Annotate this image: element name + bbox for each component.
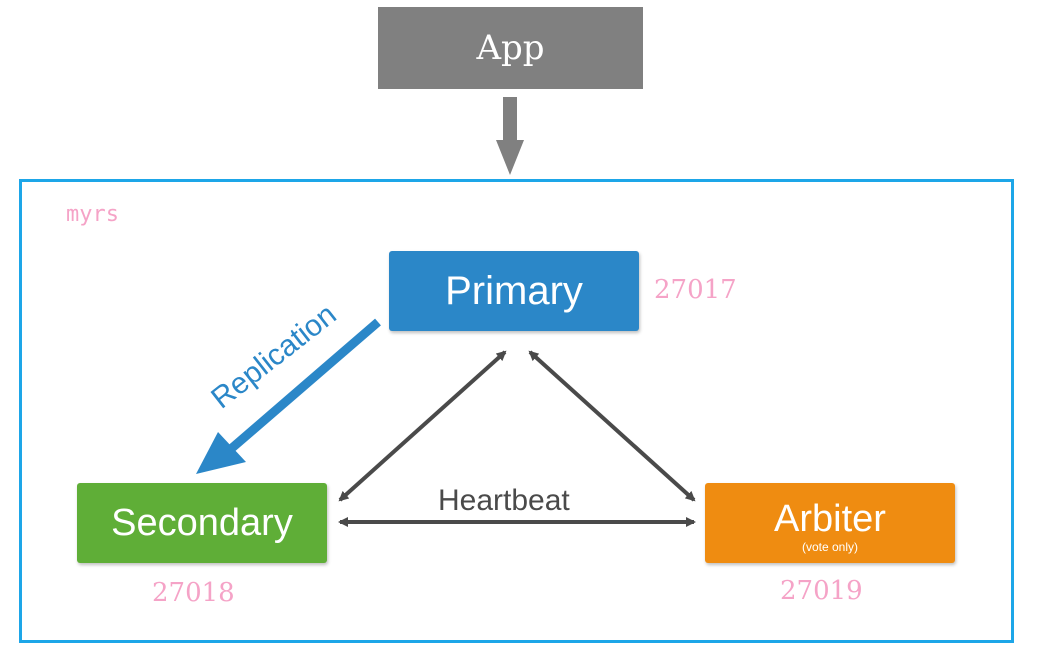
heartbeat-arrow-primary-secondary [338, 350, 507, 502]
primary-label: Primary [445, 268, 583, 313]
heartbeat-label: Heartbeat [438, 484, 570, 517]
replica-set-name: myrs [66, 202, 119, 227]
arbiter-node: Arbiter (vote only) [705, 483, 955, 563]
app-to-set-arrow [496, 97, 524, 175]
replication-arrow [196, 318, 381, 474]
primary-port: 27017 [654, 275, 737, 305]
secondary-node: Secondary [77, 483, 327, 563]
arbiter-port: 27019 [780, 576, 863, 606]
app-label: App [476, 28, 545, 68]
replica-set-frame [19, 179, 1014, 643]
arbiter-label: Arbiter [774, 498, 886, 540]
app-node: App [378, 7, 643, 89]
heartbeat-arrow-primary-arbiter [528, 350, 696, 502]
secondary-label: Secondary [111, 501, 293, 544]
secondary-port: 27018 [152, 578, 235, 608]
primary-node: Primary [389, 251, 639, 331]
arbiter-sublabel: (vote only) [801, 540, 859, 554]
